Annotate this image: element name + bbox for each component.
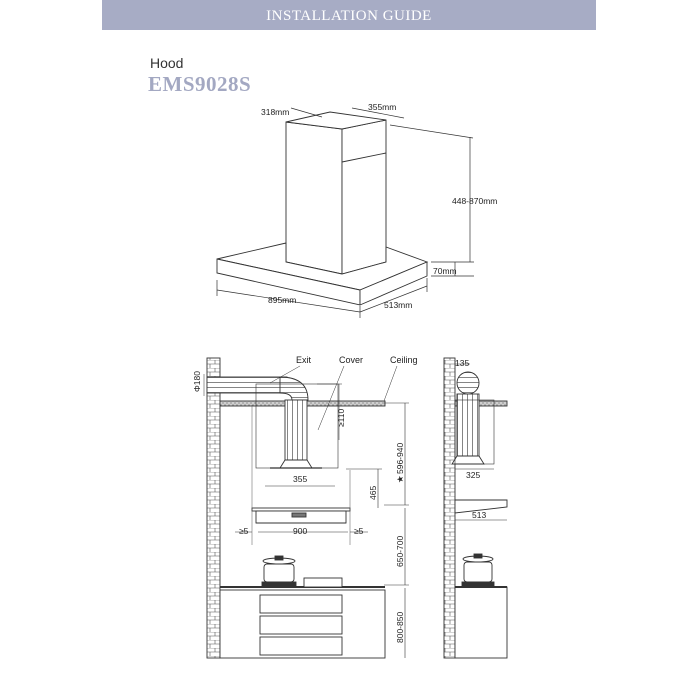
dim-star: ★ bbox=[395, 475, 405, 483]
cooking-pot bbox=[263, 563, 295, 583]
dim-side-gap-right: ≥5 bbox=[354, 526, 364, 536]
dim-width: 895mm bbox=[268, 295, 296, 305]
profile-pot bbox=[463, 561, 493, 583]
profile-brick-wall bbox=[443, 357, 456, 659]
exhaust-duct-horizontal bbox=[206, 376, 288, 394]
header-banner: INSTALLATION GUIDE bbox=[102, 0, 596, 30]
product-model: EMS9028S bbox=[148, 72, 252, 96]
dim-hob-clearance: 650-700 bbox=[395, 536, 405, 567]
label-ceiling: Ceiling bbox=[390, 355, 418, 365]
hood-canopy bbox=[251, 507, 351, 512]
dim-hood-width: 900 bbox=[293, 526, 307, 536]
chimney-side bbox=[341, 119, 387, 275]
dim-height: 448-870mm bbox=[452, 196, 497, 206]
front-installation-view bbox=[203, 357, 409, 659]
canopy-side bbox=[359, 261, 428, 306]
dim-canopy-height: 70mm bbox=[433, 266, 457, 276]
product-type: Hood bbox=[150, 55, 184, 71]
dim-top-offset: 135 bbox=[455, 358, 469, 368]
dim-profile-chimney-depth: 325 bbox=[466, 470, 480, 480]
gas-hob bbox=[303, 577, 343, 588]
profile-installation-view bbox=[443, 357, 508, 659]
profile-duct bbox=[456, 393, 480, 457]
chimney-front bbox=[285, 121, 343, 275]
hood-3d-view bbox=[216, 107, 474, 318]
profile-hood bbox=[454, 499, 508, 514]
dim-hood-height: 465 bbox=[368, 486, 378, 500]
dim-duct-diameter: Φ180 bbox=[192, 371, 202, 392]
label-exit: Exit bbox=[296, 355, 312, 365]
dim-duct-clearance: ≥110 bbox=[336, 409, 346, 427]
dim-counter-height: 800-850 bbox=[395, 612, 405, 643]
dim-profile-hood-depth: 513 bbox=[472, 510, 486, 520]
chimney-cover bbox=[255, 383, 339, 469]
dim-cover-width: 355 bbox=[293, 474, 307, 484]
dim-depth: 513mm bbox=[384, 300, 412, 310]
dim-range-height: 596-940 bbox=[395, 443, 405, 474]
dim-chimney-depth: 318mm bbox=[261, 107, 289, 117]
dim-side-gap-left: ≥5 bbox=[239, 526, 249, 536]
exhaust-duct-vertical bbox=[284, 399, 308, 461]
brick-wall bbox=[206, 357, 221, 659]
header-title: INSTALLATION GUIDE bbox=[266, 8, 432, 24]
profile-duct-exit bbox=[456, 371, 480, 395]
profile-cabinet bbox=[454, 586, 508, 659]
dim-chimney-width: 355mm bbox=[368, 102, 396, 112]
label-cover: Cover bbox=[339, 355, 363, 365]
